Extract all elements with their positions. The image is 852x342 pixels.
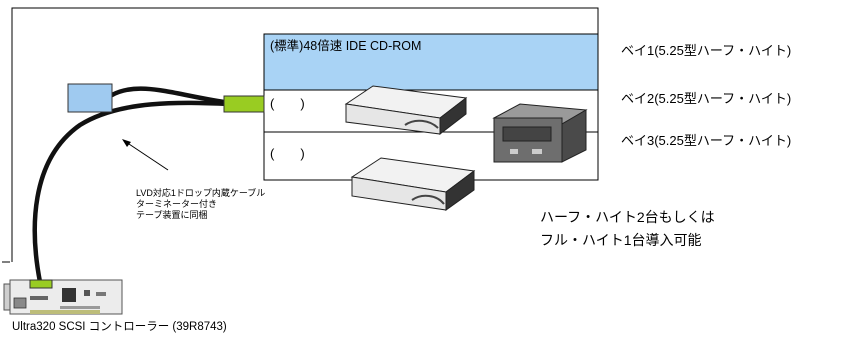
cable-to-terminator (109, 86, 233, 106)
bay1-content-label: (標準)48倍速 IDE CD-ROM (270, 39, 422, 53)
controller-label: Ultra320 SCSI コントローラー (39R8743) (12, 321, 227, 333)
terminator-block (67, 83, 113, 113)
install-note: ハーフ・ハイト2台もしくは フル・ハイト1台導入可能 (540, 206, 715, 252)
bay2-placeholder: ( ) (270, 96, 305, 111)
cable-to-controller (32, 100, 233, 285)
half-height-drive-bay3 (350, 157, 476, 211)
bay-1-label: ベイ1(5.25型ハーフ・ハイト) (621, 43, 792, 58)
cable-note-line3: テープ装置に同梱 (136, 210, 208, 220)
bay3-placeholder: ( ) (270, 146, 305, 161)
callout-arrow-line (125, 141, 169, 171)
bay-2-label: ベイ2(5.25型ハーフ・ハイト) (621, 91, 792, 106)
full-height-tape-drive (492, 103, 588, 163)
callout-arrow-head (122, 139, 131, 147)
cable-note-line2: ターミネーター付き (136, 199, 218, 209)
cable-note: LVD対応1ドロップ内蔵ケーブル ターミネーター付き テープ装置に同梱 (136, 188, 265, 221)
drive-connector (223, 95, 265, 113)
scsi-controller-card (3, 279, 123, 315)
install-note-line1: ハーフ・ハイト2台もしくは (540, 209, 715, 225)
half-height-drive-bay2 (344, 85, 468, 136)
install-note-line2: フル・ハイト1台導入可能 (540, 232, 702, 248)
cable-note-line1: LVD対応1ドロップ内蔵ケーブル (136, 188, 266, 198)
bay-3-label: ベイ3(5.25型ハーフ・ハイト) (621, 133, 792, 148)
